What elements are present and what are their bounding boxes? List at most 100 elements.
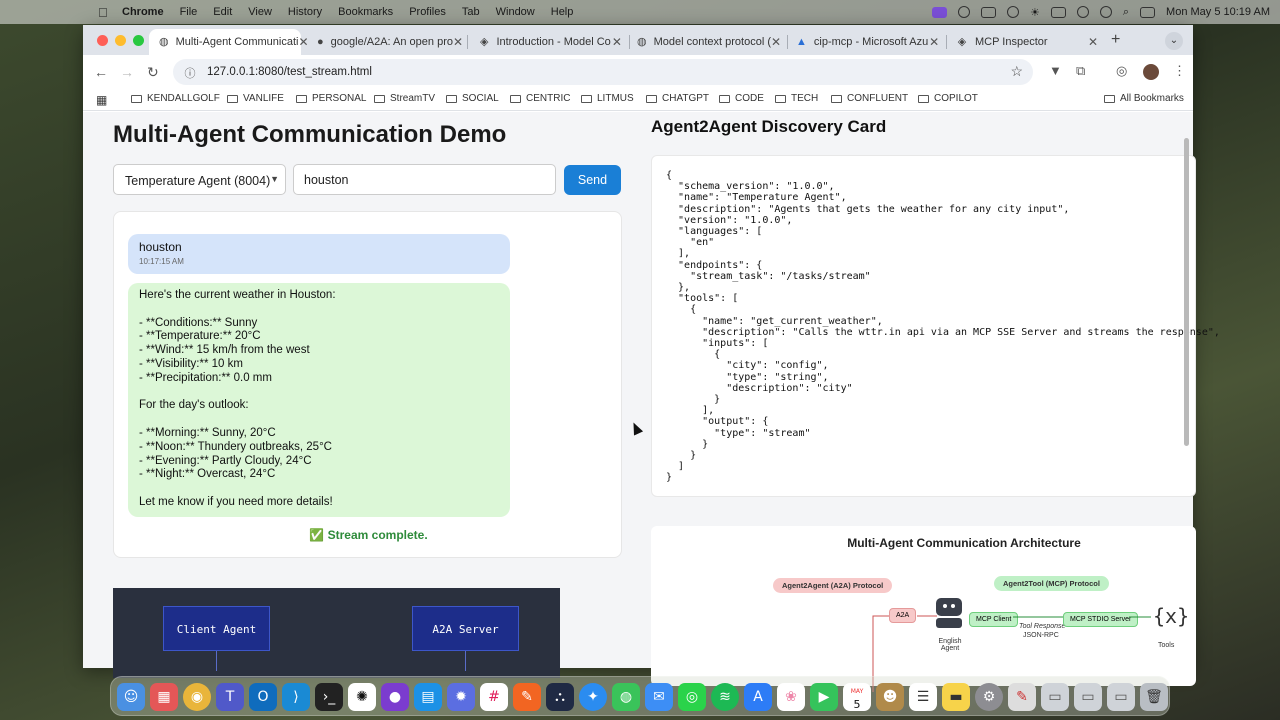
zoom-window-button[interactable] bbox=[133, 35, 144, 46]
close-tab-icon[interactable]: ✕ bbox=[929, 35, 940, 49]
extensions-icon[interactable]: ⧉ bbox=[1076, 63, 1086, 78]
bookmark-folder[interactable]: VANLIFE bbox=[227, 93, 284, 104]
bookmark-folder[interactable]: SOCIAL bbox=[446, 93, 499, 104]
bookmark-folder[interactable]: PERSONAL bbox=[296, 93, 366, 104]
control-center-icon[interactable] bbox=[1140, 6, 1156, 18]
tab-azure[interactable]: ▲ cip-mcp - Microsoft Azu ✕ bbox=[786, 29, 947, 55]
extension-filter-icon[interactable]: ▼ bbox=[1049, 63, 1062, 78]
menu-history[interactable]: History bbox=[287, 6, 323, 18]
docker-icon[interactable]: ▤ bbox=[414, 683, 442, 711]
spotify-icon[interactable]: ≋ bbox=[711, 683, 739, 711]
system-settings-icon[interactable]: ⚙ bbox=[975, 683, 1003, 711]
menu-window[interactable]: Window bbox=[495, 6, 535, 18]
messages-icon[interactable]: ◍ bbox=[612, 683, 640, 711]
bookmark-folder[interactable]: CENTRIC bbox=[510, 93, 570, 104]
tab-search-icon[interactable]: ⌄ bbox=[1165, 32, 1183, 50]
appstore-icon[interactable]: A bbox=[744, 683, 772, 711]
menu-tab[interactable]: Tab bbox=[461, 6, 480, 18]
window-thumbnail[interactable]: ▭ bbox=[1041, 683, 1069, 711]
mail-icon[interactable]: ✉ bbox=[645, 683, 673, 711]
menu-view[interactable]: View bbox=[248, 6, 272, 18]
menu-help[interactable]: Help bbox=[550, 6, 574, 18]
chatgpt-icon[interactable]: ✺ bbox=[348, 683, 376, 711]
github-desktop-icon[interactable]: ● bbox=[381, 683, 409, 711]
tab-mcp-intro[interactable]: ◈ Introduction - Model Co ✕ bbox=[469, 29, 630, 55]
tab-github-a2a[interactable]: ● google/A2A: An open pro ✕ bbox=[307, 29, 468, 55]
launchpad-icon[interactable]: ▦ bbox=[150, 683, 178, 711]
close-tab-icon[interactable]: ✕ bbox=[771, 35, 782, 49]
reload-icon[interactable]: ↻ bbox=[147, 64, 159, 80]
menu-profiles[interactable]: Profiles bbox=[409, 6, 446, 18]
chrome-icon[interactable]: ◉ bbox=[183, 683, 211, 711]
brightness-icon[interactable]: ☀ bbox=[1030, 6, 1040, 19]
bookmark-folder[interactable]: KENDALLGOLF bbox=[131, 93, 220, 104]
apps-grid-icon[interactable]: ▦ bbox=[96, 93, 108, 107]
terminal-icon[interactable]: ›_ bbox=[315, 683, 343, 711]
search-icon[interactable]: ⌕ bbox=[1122, 5, 1130, 18]
window-thumbnail[interactable]: ▭ bbox=[1107, 683, 1135, 711]
photos-icon[interactable]: ❀ bbox=[777, 683, 805, 711]
minimize-window-button[interactable] bbox=[115, 35, 126, 46]
scrollbar-thumb[interactable] bbox=[1184, 138, 1189, 446]
all-bookmarks[interactable]: All Bookmarks bbox=[1104, 93, 1184, 104]
teams-icon[interactable]: T bbox=[216, 683, 244, 711]
wifi-icon[interactable] bbox=[1099, 6, 1112, 18]
close-tab-icon[interactable]: ✕ bbox=[611, 35, 622, 49]
agent-select[interactable]: Temperature Agent (8004) ▼ bbox=[113, 164, 286, 195]
window-thumbnail[interactable]: ▭ bbox=[1074, 683, 1102, 711]
screen-record-icon[interactable] bbox=[932, 6, 947, 18]
close-tab-icon[interactable]: ✕ bbox=[1087, 35, 1099, 49]
bookmark-folder[interactable]: COPILOT bbox=[918, 93, 978, 104]
notes-icon[interactable]: ▬ bbox=[942, 683, 970, 711]
outlook-icon[interactable]: O bbox=[249, 683, 277, 711]
tab-mcp-wiki[interactable]: ◍ Model context protocol ( ✕ bbox=[627, 29, 788, 55]
forward-icon[interactable]: → bbox=[120, 64, 134, 80]
site-info-icon[interactable]: ⓘ bbox=[184, 68, 196, 80]
bookmark-folder[interactable]: CONFLUENT bbox=[831, 93, 908, 104]
close-window-button[interactable] bbox=[97, 35, 108, 46]
profile-avatar[interactable] bbox=[1143, 64, 1159, 80]
bookmark-folder[interactable]: CHATGPT bbox=[646, 93, 709, 104]
whatsapp-icon[interactable]: ◎ bbox=[678, 683, 706, 711]
close-tab-icon[interactable]: ✕ bbox=[452, 35, 464, 49]
network-icon[interactable]: ⛬ bbox=[546, 683, 574, 711]
browser-menu-icon[interactable]: ⋮ bbox=[1173, 63, 1186, 78]
new-tab-icon[interactable]: + bbox=[1111, 31, 1121, 48]
settings-app-icon[interactable]: ✹ bbox=[447, 683, 475, 711]
clipboard-icon[interactable] bbox=[981, 6, 996, 18]
bookmark-folder[interactable]: LITMUS bbox=[581, 93, 634, 104]
contacts-icon[interactable]: ☻ bbox=[876, 683, 904, 711]
reminders-icon[interactable]: ☰ bbox=[909, 683, 937, 711]
facetime-icon[interactable]: ▶ bbox=[810, 683, 838, 711]
send-button[interactable]: Send bbox=[564, 165, 621, 195]
performance-icon[interactable]: ◎ bbox=[1116, 63, 1128, 78]
link-icon[interactable] bbox=[1076, 6, 1089, 18]
bookmark-folder[interactable]: StreamTV bbox=[374, 93, 435, 104]
preview-icon[interactable]: ✎ bbox=[1008, 683, 1036, 711]
postman-icon[interactable]: ✎ bbox=[513, 683, 541, 711]
privacy-icon[interactable] bbox=[1007, 6, 1019, 18]
bookmark-star-icon[interactable]: ☆ bbox=[1010, 63, 1023, 79]
finder-icon[interactable]: ☺ bbox=[117, 683, 145, 711]
battery-icon[interactable] bbox=[1050, 6, 1066, 18]
apple-icon[interactable]:  bbox=[98, 5, 112, 20]
tab-multi-agent[interactable]: ◍ Multi-Agent Communicati ✕ bbox=[149, 29, 309, 55]
message-input[interactable]: houston bbox=[293, 164, 556, 195]
menu-file[interactable]: File bbox=[179, 6, 198, 18]
trash-icon[interactable]: 🗑 bbox=[1140, 683, 1168, 711]
address-bar[interactable]: ⓘ 127.0.0.1:8080/test_stream.html ☆ bbox=[173, 59, 1033, 85]
close-tab-icon[interactable]: ✕ bbox=[298, 35, 309, 49]
slack-icon[interactable]: # bbox=[480, 683, 508, 711]
bookmark-folder[interactable]: TECH bbox=[775, 93, 818, 104]
menu-clock[interactable]: Mon May 5 10:19 AM bbox=[1166, 6, 1270, 18]
bookmark-folder[interactable]: CODE bbox=[719, 93, 764, 104]
tab-mcp-inspector[interactable]: ◈ MCP Inspector ✕ bbox=[946, 29, 1106, 55]
safari-icon[interactable]: ✦ bbox=[579, 683, 607, 711]
menu-bookmarks[interactable]: Bookmarks bbox=[338, 6, 394, 18]
menu-app-name[interactable]: Chrome bbox=[122, 6, 164, 18]
openai-icon[interactable] bbox=[958, 6, 970, 18]
back-icon[interactable]: ← bbox=[94, 64, 108, 80]
menu-edit[interactable]: Edit bbox=[213, 6, 233, 18]
vscode-icon[interactable]: ⟩ bbox=[282, 683, 310, 711]
